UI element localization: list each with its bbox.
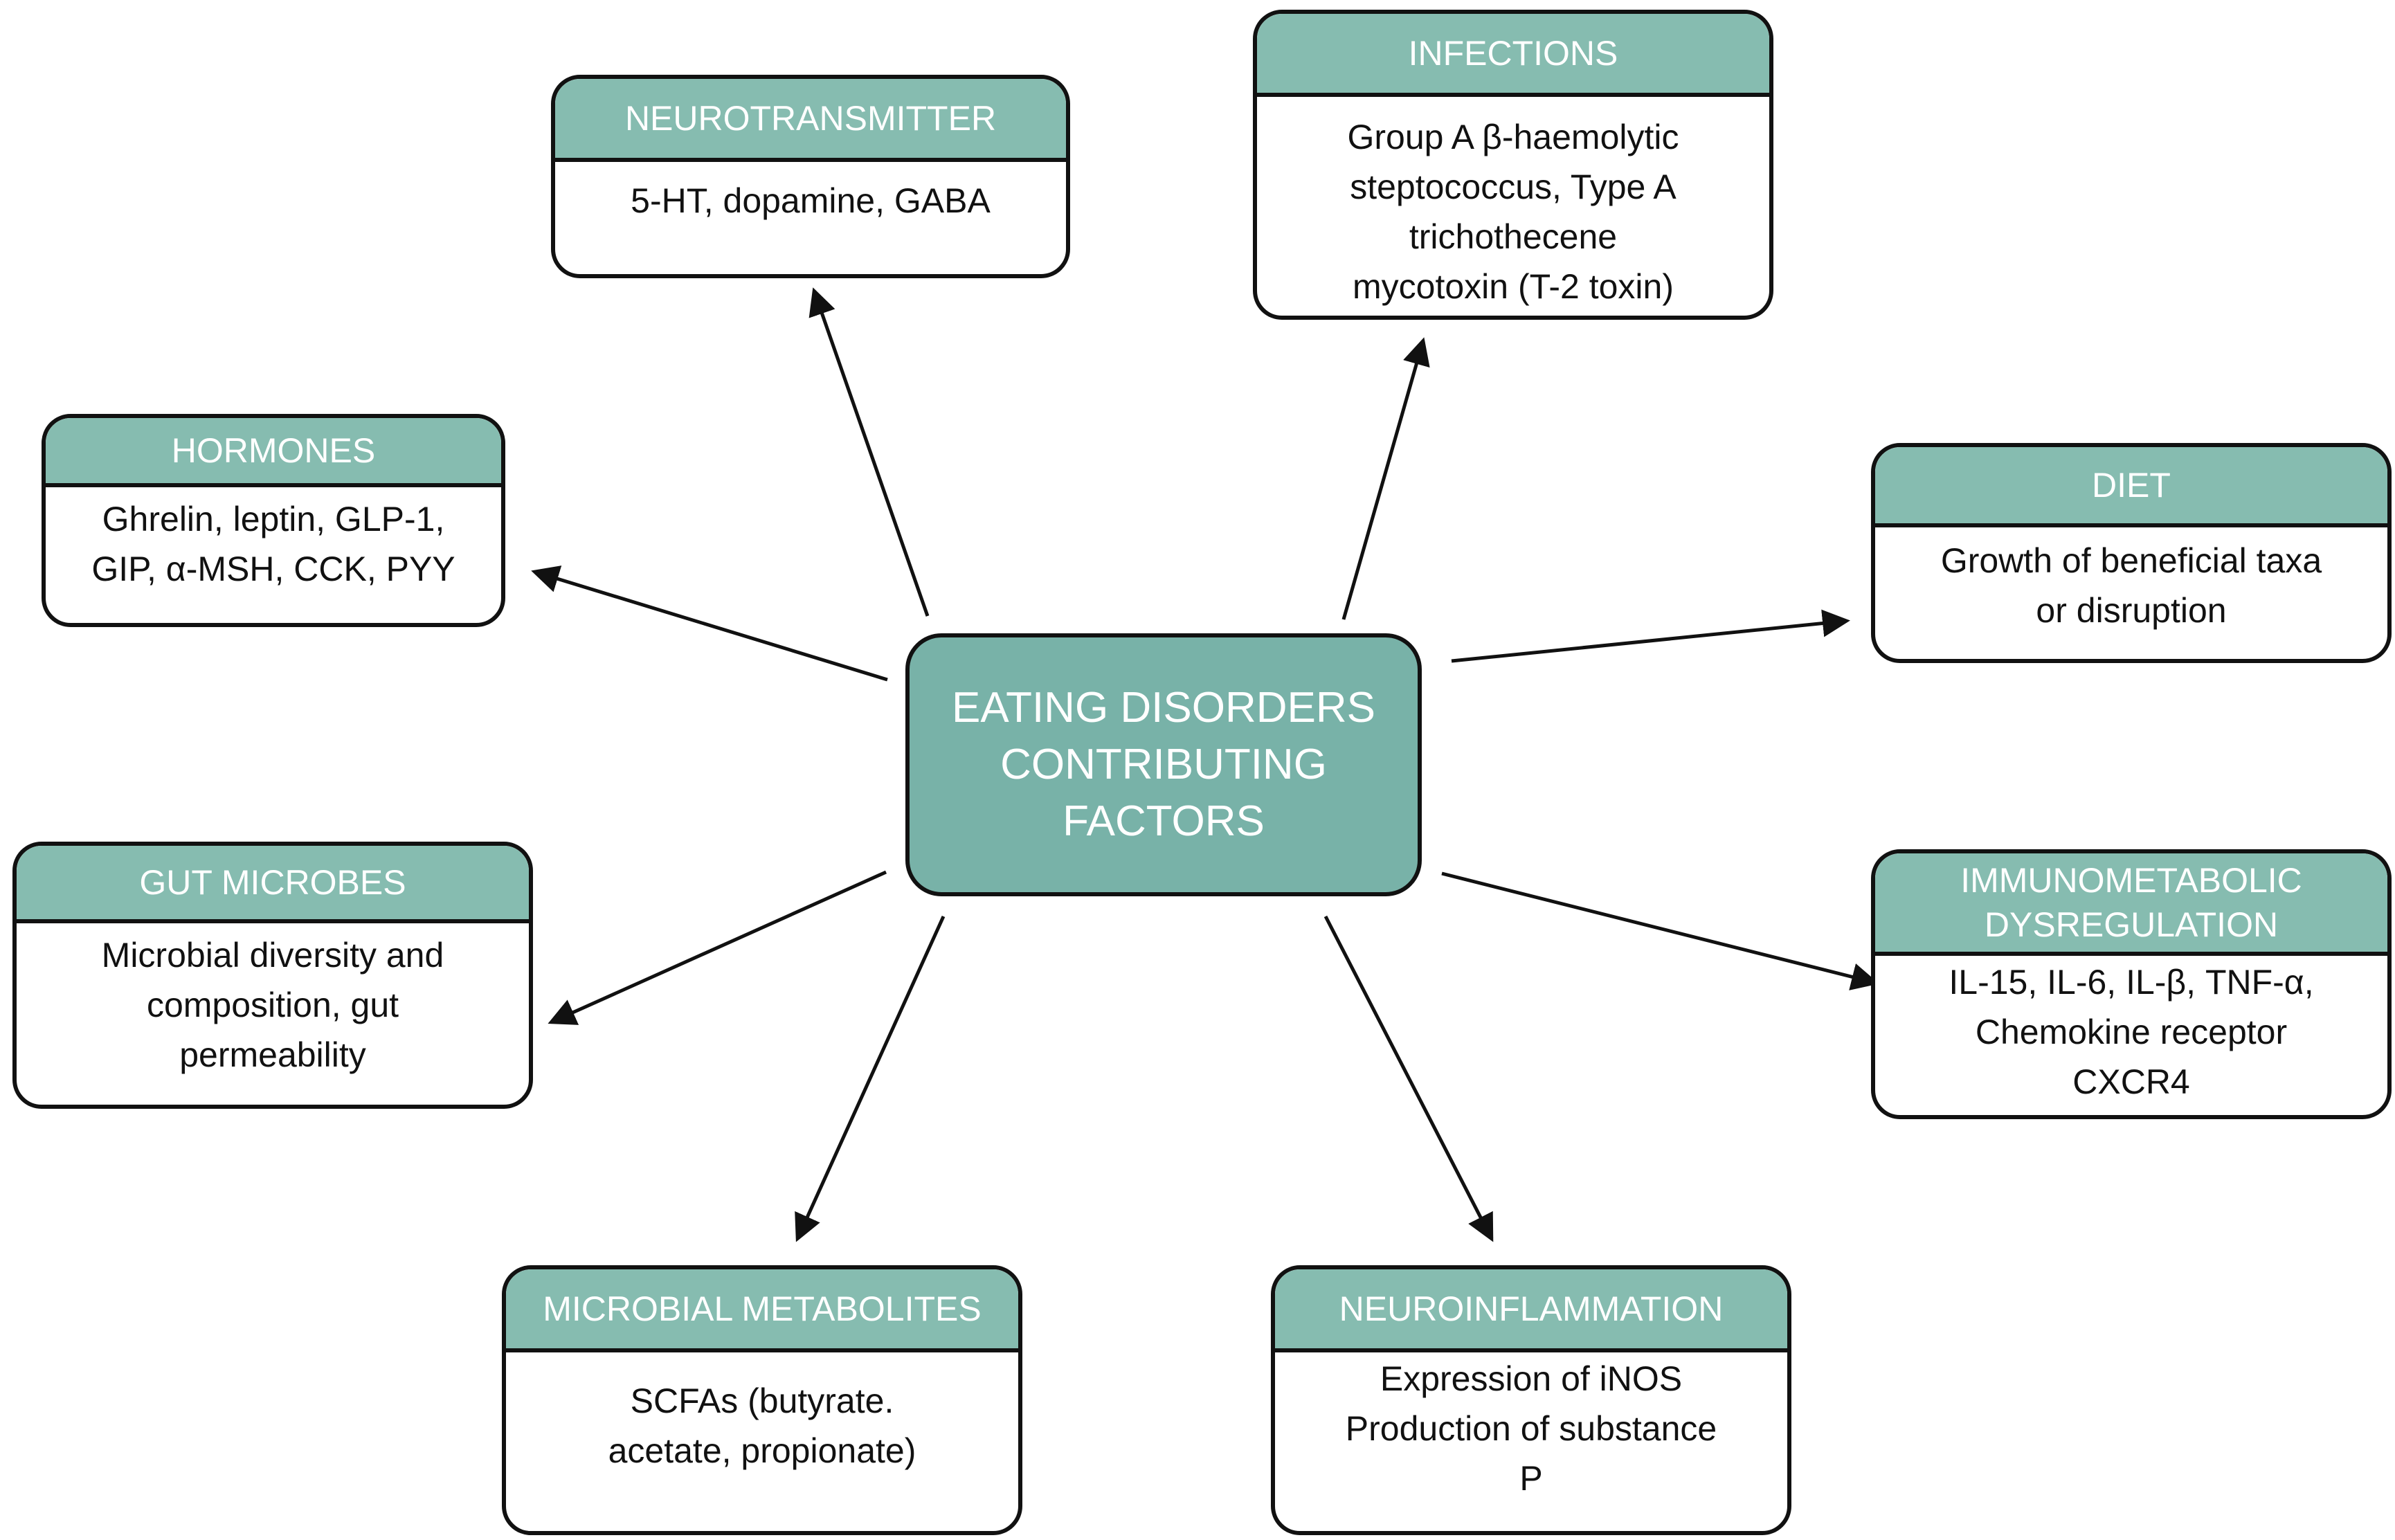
arrow-to-hormones	[531, 565, 888, 682]
microbial-metabolites-content: SCFAs (butyrate. acetate, propionate)	[506, 1352, 1018, 1531]
factor-text-line: CXCR4	[2072, 1062, 2190, 1101]
factor-text-line: IL-15, IL-6, IL-β, TNF-α,	[1949, 963, 2314, 1002]
immunometabolic-title-line: DYSREGULATION	[1984, 905, 2279, 944]
arrow-to-neurotransmitter	[808, 287, 930, 617]
arrow-to-infections	[1341, 337, 1430, 620]
factor-text-line: mycotoxin (T-2 toxin)	[1352, 267, 1674, 306]
factor-text-line: Group A β-haemolytic	[1347, 118, 1679, 156]
factor-text-line: acetate, propionate)	[608, 1431, 916, 1470]
central-topic-label: EATING DISORDERS CONTRIBUTING FACTORS	[942, 680, 1385, 850]
factor-text-line: steptococcus, Type A	[1350, 167, 1676, 206]
arrow-to-diet	[1451, 609, 1850, 663]
factor-text-line: or disruption	[2036, 591, 2227, 630]
diet-content: Growth of beneficial taxa or disruption	[1875, 527, 2387, 659]
infections-box: INFECTIONS Group A β-haemolytic steptoco…	[1253, 10, 1773, 320]
hormones-box: HORMONES Ghrelin, leptin, GLP-1, GIP, α-…	[42, 414, 505, 627]
diet-title: DIET	[1875, 447, 2387, 527]
factor-text-line: Production of substance	[1345, 1409, 1717, 1448]
gut-microbes-box: GUT MICROBES Microbial diversity and com…	[12, 842, 533, 1109]
infections-content: Group A β-haemolytic steptococcus, Type …	[1257, 97, 1769, 316]
immunometabolic-title-line: IMMUNOMETABOLIC	[1960, 861, 2302, 900]
factor-text-line: GIP, α-MSH, CCK, PYY	[91, 550, 455, 588]
neurotransmitter-content: 5-HT, dopamine, GABA	[555, 162, 1066, 274]
arrow-to-gut-microbes	[548, 870, 887, 1025]
immunometabolic-title: IMMUNOMETABOLIC DYSREGULATION	[1875, 853, 2387, 956]
central-topic-line: FACTORS	[1063, 797, 1265, 845]
factor-text-line: Ghrelin, leptin, GLP-1,	[102, 500, 445, 538]
microbial-metabolites-box: MICROBIAL METABOLITES SCFAs (butyrate. a…	[502, 1265, 1022, 1535]
factor-text-line: 5-HT, dopamine, GABA	[631, 181, 991, 220]
gut-microbes-title: GUT MICROBES	[17, 846, 529, 923]
central-topic-box: EATING DISORDERS CONTRIBUTING FACTORS	[905, 633, 1422, 896]
factor-text-line: Growth of beneficial taxa	[1940, 541, 2322, 580]
factor-text-line: Chemokine receptor	[1975, 1013, 2288, 1051]
arrow-to-neuroinflammation	[1323, 915, 1494, 1242]
neuroinflammation-title: NEUROINFLAMMATION	[1275, 1269, 1787, 1352]
neurotransmitter-title: NEUROTRANSMITTER	[555, 79, 1066, 162]
factor-text-line: P	[1519, 1459, 1543, 1498]
gut-microbes-content: Microbial diversity and composition, gut…	[17, 923, 529, 1105]
neurotransmitter-box: NEUROTRANSMITTER 5-HT, dopamine, GABA	[551, 75, 1070, 278]
factor-text-line: trichothecene	[1409, 217, 1618, 256]
central-topic-line: CONTRIBUTING	[1000, 741, 1327, 788]
central-topic-line: EATING DISORDERS	[951, 684, 1376, 732]
factor-text-line: SCFAs (butyrate.	[630, 1382, 894, 1420]
arrow-to-microbial-metabolites	[795, 915, 946, 1242]
immunometabolic-box: IMMUNOMETABOLIC DYSREGULATION IL-15, IL-…	[1871, 849, 2392, 1119]
microbial-metabolites-title: MICROBIAL METABOLITES	[506, 1269, 1018, 1352]
diet-box: DIET Growth of beneficial taxa or disrup…	[1871, 443, 2392, 663]
infections-title: INFECTIONS	[1257, 14, 1769, 97]
neuroinflammation-content: Expression of iNOS Production of substan…	[1275, 1352, 1787, 1531]
hormones-title: HORMONES	[46, 418, 501, 487]
neuroinflammation-box: NEUROINFLAMMATION Expression of iNOS Pro…	[1271, 1265, 1791, 1535]
factor-text-line: composition, gut	[146, 986, 399, 1024]
factor-text-line: permeability	[179, 1035, 366, 1074]
immunometabolic-content: IL-15, IL-6, IL-β, TNF-α, Chemokine rece…	[1875, 956, 2387, 1115]
factor-text-line: Microbial diversity and	[101, 936, 444, 975]
arrow-to-immunometabolic	[1441, 871, 1879, 990]
factor-text-line: Expression of iNOS	[1380, 1359, 1683, 1398]
hormones-content: Ghrelin, leptin, GLP-1, GIP, α-MSH, CCK,…	[46, 487, 501, 623]
